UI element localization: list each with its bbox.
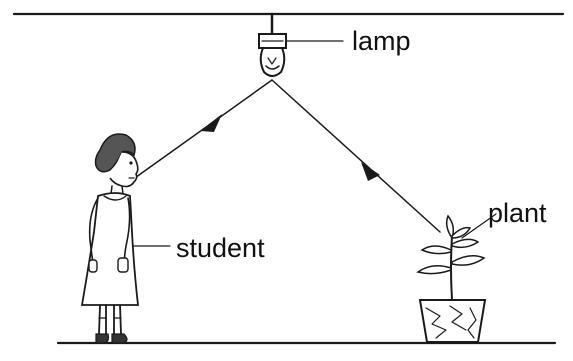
lamp-label: lamp: [352, 26, 411, 56]
plant-figure: [416, 214, 487, 343]
lamp-icon: [258, 12, 287, 77]
student-figure: [80, 133, 140, 344]
student-label: student: [176, 233, 265, 263]
plant-leader-line: [461, 213, 497, 239]
arrowhead-toward-lamp: [361, 162, 380, 181]
plant-label: plant: [488, 198, 547, 228]
arrowhead-toward-student: [200, 114, 222, 132]
light-ray-plant-to-lamp: [271, 79, 441, 233]
